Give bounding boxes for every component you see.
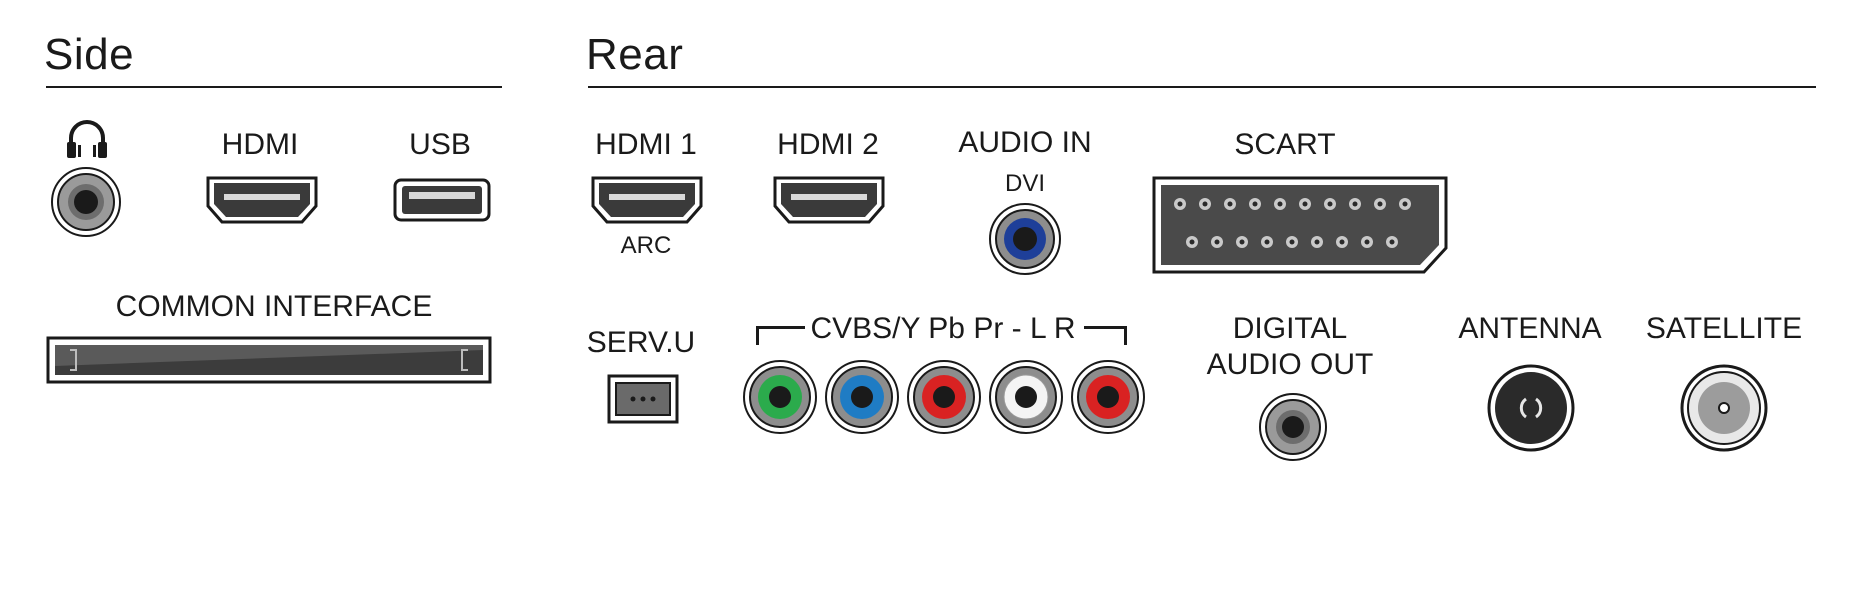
audio-in-label: AUDIO IN [958,126,1092,159]
scart-port [1150,174,1450,276]
hdmi1-label: HDMI 1 [595,128,697,161]
rear-divider [588,86,1816,88]
headphone-jack [50,166,122,238]
antenna-label: ANTENNA [1458,312,1602,345]
component-label: CVBS/Y Pb Pr - L R [810,312,1076,345]
rca-red-jack [906,359,982,435]
digital-audio-label-line2: AUDIO OUT [1206,348,1374,381]
rca-red-right-jack [1070,359,1146,435]
side-divider [46,86,502,88]
antenna-jack [1486,363,1576,453]
digital-audio-out-jack [1258,392,1328,462]
rear-section-title: Rear [586,30,684,79]
rca-white-jack [988,359,1064,435]
side-section-title: Side [44,30,135,79]
scart-label: SCART [1234,128,1336,161]
servu-label: SERV.U [586,326,696,359]
digital-audio-label-line1: DIGITAL [1232,312,1348,345]
common-interface-slot [46,336,492,384]
common-interface-label: COMMON INTERFACE [115,290,433,323]
headphone-icon [64,116,110,165]
component-bracket-left [756,326,805,345]
hdmi2-port [771,174,887,226]
hdmi2-label: HDMI 2 [777,128,879,161]
hdmi1-arc-label: ARC [620,232,672,259]
side-usb-label: USB [409,128,471,161]
side-hdmi-label: HDMI [221,128,299,161]
audio-in-jack [988,202,1062,276]
side-hdmi-port [204,174,320,226]
side-usb-port [393,178,491,222]
hdmi1-port [589,174,705,226]
satellite-label: SATELLITE [1645,312,1803,345]
satellite-jack [1679,363,1769,453]
servu-port [607,374,679,424]
audio-in-dvi-label: DVI [1004,170,1045,197]
rca-green-jack [742,359,818,435]
component-bracket-right [1084,326,1127,345]
rca-blue-jack [824,359,900,435]
